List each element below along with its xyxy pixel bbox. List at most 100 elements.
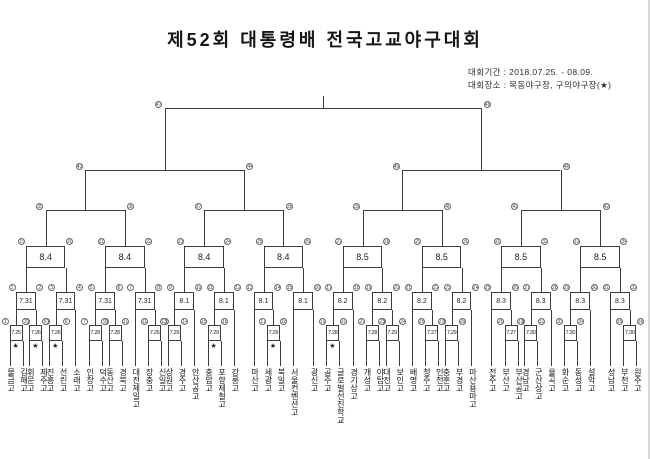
- team-label: 개성고: [362, 368, 372, 392]
- round32-box: 8.1: [174, 292, 195, 310]
- bracket-line: [326, 341, 328, 366]
- junction-circle: 32: [630, 283, 638, 291]
- junction-circle: 32: [541, 237, 549, 245]
- game-date-label: 7.28: [90, 330, 100, 336]
- bracket-line: [124, 210, 126, 246]
- first-round-box: 7.29: [167, 325, 181, 341]
- team-label: 경남고: [521, 368, 531, 392]
- team-label: 화순고: [560, 368, 570, 392]
- team-label: 경주고: [177, 368, 187, 392]
- round16-box: 8.4: [263, 246, 304, 268]
- junction-circle: 36: [127, 202, 135, 210]
- game-date-label: 8.1: [258, 297, 269, 305]
- round16-box: 8.5: [501, 246, 541, 268]
- semifinal-bar: [402, 170, 561, 171]
- game-date-label: 7.31: [98, 297, 112, 305]
- bracket-line: [524, 341, 526, 366]
- team-label: 강릉고: [230, 368, 240, 392]
- game-date-label: 7.31: [19, 297, 33, 305]
- team-label: 배명고: [409, 368, 418, 392]
- junction-circle: 34: [620, 237, 628, 245]
- bracket-line: [619, 268, 621, 292]
- bracket-line: [431, 310, 433, 325]
- bracket-line: [121, 341, 123, 366]
- bracket-line: [88, 341, 90, 366]
- bracket-line: [461, 268, 463, 292]
- game-date-label: 7.28: [110, 330, 120, 336]
- game-date-label: 8.4: [118, 252, 132, 262]
- team-label: 진흥고: [46, 368, 56, 392]
- team-label: 인천고: [435, 368, 445, 392]
- bracket-line: [576, 341, 578, 366]
- bracket-line: [174, 310, 176, 325]
- bracket-line: [293, 310, 295, 366]
- junction-circle: 35: [615, 317, 623, 325]
- first-round-box: 7.28: [326, 325, 340, 341]
- team-label: 서울컨벤션고: [290, 368, 300, 416]
- quarterfinal-bar: [204, 210, 284, 211]
- junction-circle: 23: [378, 317, 386, 325]
- bracket-line: [425, 341, 427, 366]
- junction-circle: 27: [523, 283, 531, 291]
- junction-circle: 6: [115, 283, 123, 291]
- bracket-line: [35, 310, 37, 325]
- bracket-line: [520, 210, 522, 246]
- junction-circle: 24: [399, 317, 407, 325]
- junction-circle: 46: [563, 162, 570, 170]
- team-label: 동성고: [573, 368, 583, 392]
- bracket-line: [570, 310, 572, 325]
- round32-box: 7.31: [55, 292, 76, 310]
- junction-circle: 28: [551, 283, 559, 291]
- bracket-line: [590, 310, 592, 366]
- junction-circle: 27: [437, 317, 445, 325]
- junction-circle: 33: [556, 317, 564, 325]
- game-date-label: 7.27: [506, 330, 516, 336]
- junction-circle: 3: [48, 283, 56, 291]
- round32-box: 8.1: [293, 292, 313, 310]
- junction-circle: 31: [493, 237, 501, 245]
- game-date-label: 8.4: [197, 252, 211, 262]
- first-round-box: 7.29: [445, 325, 459, 341]
- meta-venue: 대회장소 : 목동야구장, 구의야구장(★): [468, 80, 612, 90]
- game-date-label: 8.3: [575, 297, 586, 305]
- junction-circle: 20: [392, 283, 400, 291]
- game-date-label: 8.1: [179, 297, 190, 305]
- junction-circle: 40: [444, 202, 452, 210]
- junction-circle: 17: [259, 317, 267, 325]
- game-date-label: 7.29: [268, 330, 279, 336]
- junction-circle: 10: [122, 317, 129, 325]
- final-bar: [164, 108, 482, 109]
- bracket-line: [184, 268, 186, 292]
- bracket-line: [313, 310, 314, 366]
- bracket-line: [279, 341, 281, 366]
- junction-circle: 3: [21, 317, 29, 325]
- guui-venue-star-marker: ★: [12, 343, 19, 350]
- first-round-box: 7.30: [623, 325, 637, 341]
- junction-circle: 48: [483, 100, 491, 108]
- bracket-line: [22, 341, 24, 366]
- team-label: 경북고: [118, 368, 128, 392]
- junction-circle: 29: [562, 283, 570, 291]
- junction-circle: 13: [160, 317, 168, 325]
- bracket-line: [105, 268, 107, 292]
- junction-circle: 31: [602, 283, 610, 291]
- team-label: 물금고: [6, 368, 16, 392]
- team-label: 덕수고: [98, 368, 108, 392]
- game-date-label: 7.28: [367, 330, 378, 336]
- semifinal-bar: [85, 170, 244, 171]
- bracket-line: [161, 341, 163, 366]
- junction-circle: 45: [392, 162, 400, 170]
- bracket-line: [342, 268, 344, 292]
- junction-circle: 11: [140, 317, 148, 325]
- bracket-line: [441, 210, 443, 246]
- bracket-line: [95, 310, 97, 325]
- bracket-line: [511, 310, 512, 325]
- team-label: 대전제일고: [131, 368, 141, 408]
- bracket-line: [45, 210, 47, 246]
- junction-circle: 22: [145, 237, 153, 245]
- team-label: 충암고: [204, 368, 214, 392]
- bracket-line: [362, 210, 364, 246]
- junction-circle: 24: [224, 237, 232, 245]
- game-date-label: 8.5: [593, 252, 607, 262]
- bracket-line: [471, 310, 473, 366]
